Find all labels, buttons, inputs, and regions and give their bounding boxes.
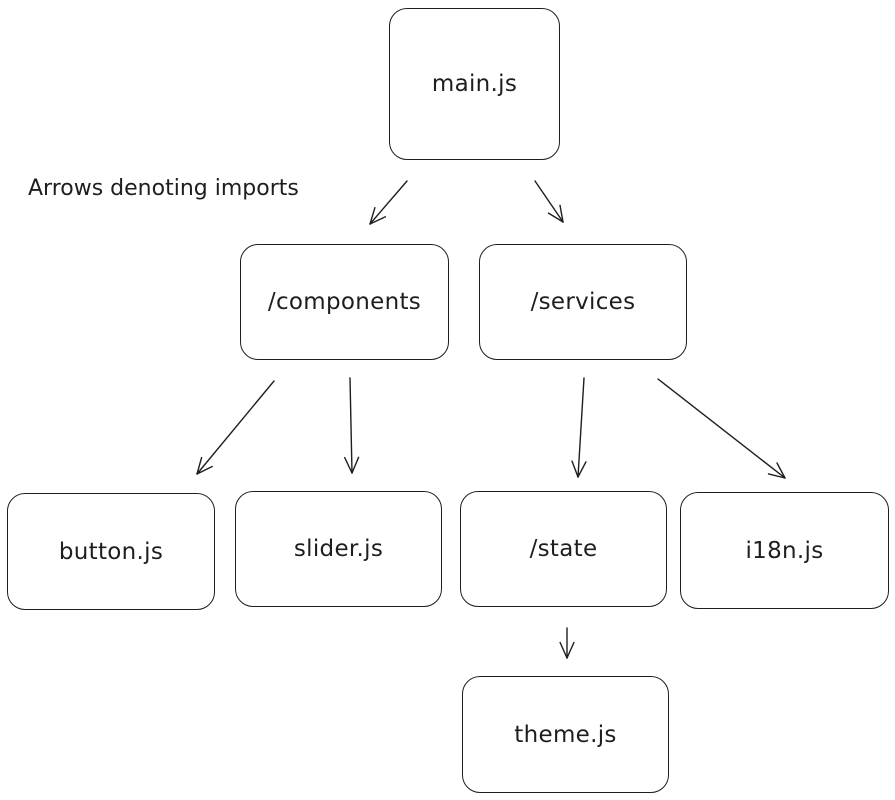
arrow-components-to-button <box>196 380 275 475</box>
diagram-caption: Arrows denoting imports <box>28 176 299 201</box>
node-label: button.js <box>58 538 164 565</box>
node-slider-js: slider.js <box>235 491 442 607</box>
arrow-main-to-services <box>534 180 564 223</box>
node-label: /state <box>529 536 598 562</box>
node-i18n-js: i18n.js <box>680 492 889 609</box>
arrow-components-to-slider <box>344 377 360 474</box>
arrow-services-to-state <box>571 377 587 478</box>
node-services: /services <box>479 244 687 360</box>
node-label: i18n.js <box>745 537 824 564</box>
node-state: /state <box>460 491 667 607</box>
node-label: theme.js <box>514 721 617 748</box>
node-button-js: button.js <box>7 493 215 610</box>
node-components: /components <box>240 244 449 360</box>
node-theme-js: theme.js <box>462 676 669 793</box>
arrow-state-to-theme <box>559 627 575 659</box>
node-label: /components <box>267 289 422 315</box>
node-main-js: main.js <box>389 8 560 160</box>
node-label: main.js <box>431 71 518 97</box>
node-label: slider.js <box>293 536 384 562</box>
arrow-services-to-i18n <box>657 378 786 479</box>
arrow-main-to-components <box>369 180 408 225</box>
node-label: /services <box>530 289 636 315</box>
